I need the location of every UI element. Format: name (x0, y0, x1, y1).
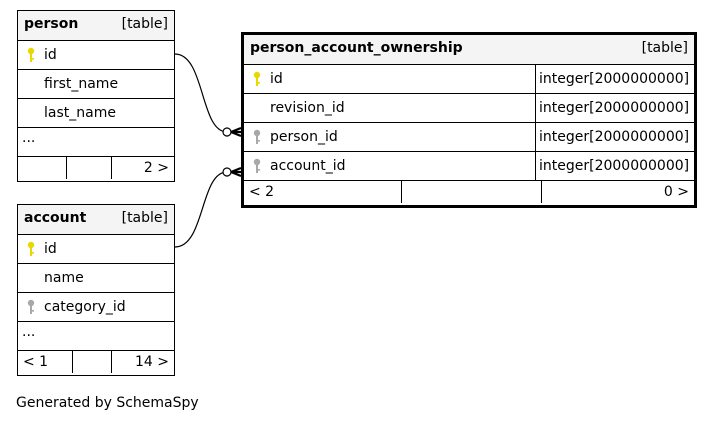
footer-divider (401, 181, 402, 203)
parents-count[interactable]: < 2 (249, 184, 275, 200)
column-row[interactable]: revision_id integer[2000000000] (244, 93, 694, 122)
footer-divider (66, 157, 67, 179)
table-footer: 2 > (18, 156, 174, 181)
table-header[interactable]: account [table] (18, 205, 174, 234)
table-person-account-ownership[interactable]: person_account_ownership [table] id inte… (241, 32, 697, 208)
more-columns-row: ... (18, 321, 174, 350)
table-footer: < 2 0 > (244, 180, 694, 205)
column-type: integer[2000000000] (535, 94, 689, 122)
column-name[interactable]: id (44, 47, 57, 63)
table-kind: [table] (121, 16, 168, 32)
column-name[interactable]: person_id (270, 129, 338, 145)
primary-key-icon (253, 71, 261, 86)
table-name[interactable]: person (24, 16, 79, 32)
column-row[interactable]: category_id (18, 292, 174, 321)
relationship-account-to-ownership (174, 171, 228, 248)
column-name[interactable]: category_id (44, 299, 126, 315)
column-name[interactable]: first_name (44, 76, 119, 92)
children-count[interactable]: 2 > (143, 160, 169, 176)
children-count[interactable]: 0 > (663, 184, 689, 200)
table-name[interactable]: account (24, 210, 87, 226)
table-header[interactable]: person_account_ownership [table] (244, 35, 694, 64)
column-type: integer[2000000000] (535, 152, 689, 180)
column-name[interactable]: last_name (44, 105, 116, 121)
column-row[interactable]: name (18, 263, 174, 292)
column-name[interactable]: account_id (270, 158, 346, 174)
foreign-key-icon (253, 129, 261, 144)
footer-divider (541, 181, 542, 203)
foreign-key-icon (253, 158, 261, 173)
column-type: integer[2000000000] (535, 65, 689, 93)
relationship-crowfoot-marker (230, 126, 242, 138)
relationship-optional-marker (222, 127, 232, 137)
table-kind: [table] (641, 40, 688, 56)
footer-divider (111, 157, 112, 179)
relationship-person-to-ownership (174, 53, 228, 133)
table-kind: [table] (121, 210, 168, 226)
children-count[interactable]: 14 > (135, 354, 169, 370)
relationship-optional-marker (222, 167, 232, 177)
table-footer: < 1 14 > (18, 350, 174, 375)
column-name[interactable]: revision_id (270, 100, 345, 116)
more-columns-ellipsis: ... (22, 130, 36, 146)
footer-divider (111, 351, 112, 373)
primary-key-icon (27, 47, 35, 62)
column-row[interactable]: first_name (18, 69, 174, 98)
column-type: integer[2000000000] (535, 123, 689, 151)
column-row[interactable]: person_id integer[2000000000] (244, 122, 694, 151)
relationship-crowfoot-marker (230, 166, 242, 178)
column-name[interactable]: id (44, 241, 57, 257)
generated-by-note: Generated by SchemaSpy (16, 395, 199, 411)
parents-count[interactable]: < 1 (23, 354, 49, 370)
foreign-key-icon (27, 299, 35, 314)
more-columns-row: ... (18, 127, 174, 156)
footer-divider (72, 351, 73, 373)
column-name[interactable]: name (44, 270, 84, 286)
column-row[interactable]: id (18, 40, 174, 69)
primary-key-icon (27, 241, 35, 256)
table-account[interactable]: account [table] id name category_id ... … (17, 204, 175, 376)
column-row[interactable]: id (18, 234, 174, 263)
column-row[interactable]: account_id integer[2000000000] (244, 151, 694, 180)
table-header[interactable]: person [table] (18, 11, 174, 40)
table-name[interactable]: person_account_ownership (250, 40, 463, 56)
column-row[interactable]: id integer[2000000000] (244, 64, 694, 93)
table-person[interactable]: person [table] id first_name last_name .… (17, 10, 175, 182)
column-row[interactable]: last_name (18, 98, 174, 127)
column-name[interactable]: id (270, 71, 283, 87)
more-columns-ellipsis: ... (22, 324, 36, 340)
